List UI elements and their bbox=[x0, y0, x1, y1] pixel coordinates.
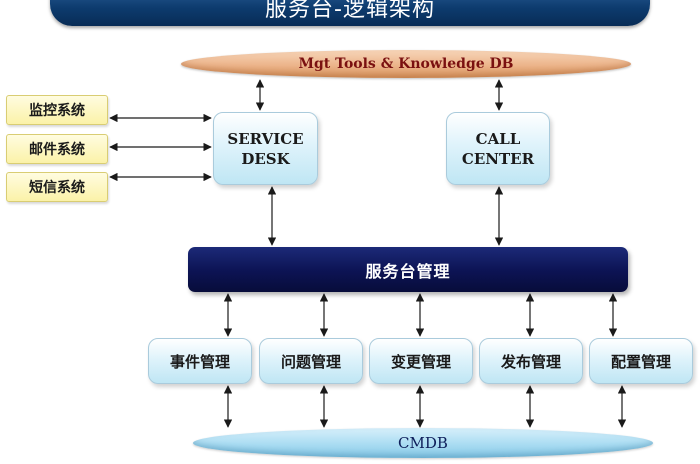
mgt-tools-knowledge-db-label: Mgt Tools & Knowledge DB bbox=[298, 56, 514, 72]
service-desk-management-label: 服务台管理 bbox=[365, 261, 451, 281]
cmdb-database: CMDB bbox=[193, 428, 653, 458]
external-system-sms: 短信系统 bbox=[6, 172, 108, 202]
mgt-tools-knowledge-db: Mgt Tools & Knowledge DB bbox=[181, 50, 631, 78]
module-label: 变更管理 bbox=[390, 352, 451, 371]
external-system-label: 邮件系统 bbox=[29, 142, 85, 158]
module-label: 问题管理 bbox=[280, 352, 341, 371]
module-incident-management: 事件管理 bbox=[148, 338, 252, 384]
module-release-management: 发布管理 bbox=[479, 338, 583, 384]
external-system-label: 监控系统 bbox=[29, 103, 85, 119]
page-title: 服务台-逻辑架构 bbox=[265, 0, 435, 22]
module-configuration-management: 配置管理 bbox=[589, 338, 693, 384]
service-desk-box: SERVICE DESK bbox=[213, 112, 318, 185]
call-center-box: CALL CENTER bbox=[446, 112, 550, 185]
module-label: 发布管理 bbox=[500, 352, 561, 371]
title-banner bbox=[50, 0, 650, 26]
external-system-monitoring: 监控系统 bbox=[6, 95, 108, 125]
external-system-label: 短信系统 bbox=[29, 180, 85, 196]
external-system-email: 邮件系统 bbox=[6, 134, 108, 164]
service-desk-management-bar: 服务台管理 bbox=[188, 247, 628, 292]
module-label: 事件管理 bbox=[169, 352, 230, 371]
service-desk-label: SERVICE DESK bbox=[227, 129, 304, 168]
call-center-label: CALL CENTER bbox=[461, 129, 535, 168]
module-change-management: 变更管理 bbox=[369, 338, 473, 384]
module-label: 配置管理 bbox=[610, 352, 671, 371]
module-problem-management: 问题管理 bbox=[259, 338, 363, 384]
cmdb-label: CMDB bbox=[398, 434, 448, 452]
